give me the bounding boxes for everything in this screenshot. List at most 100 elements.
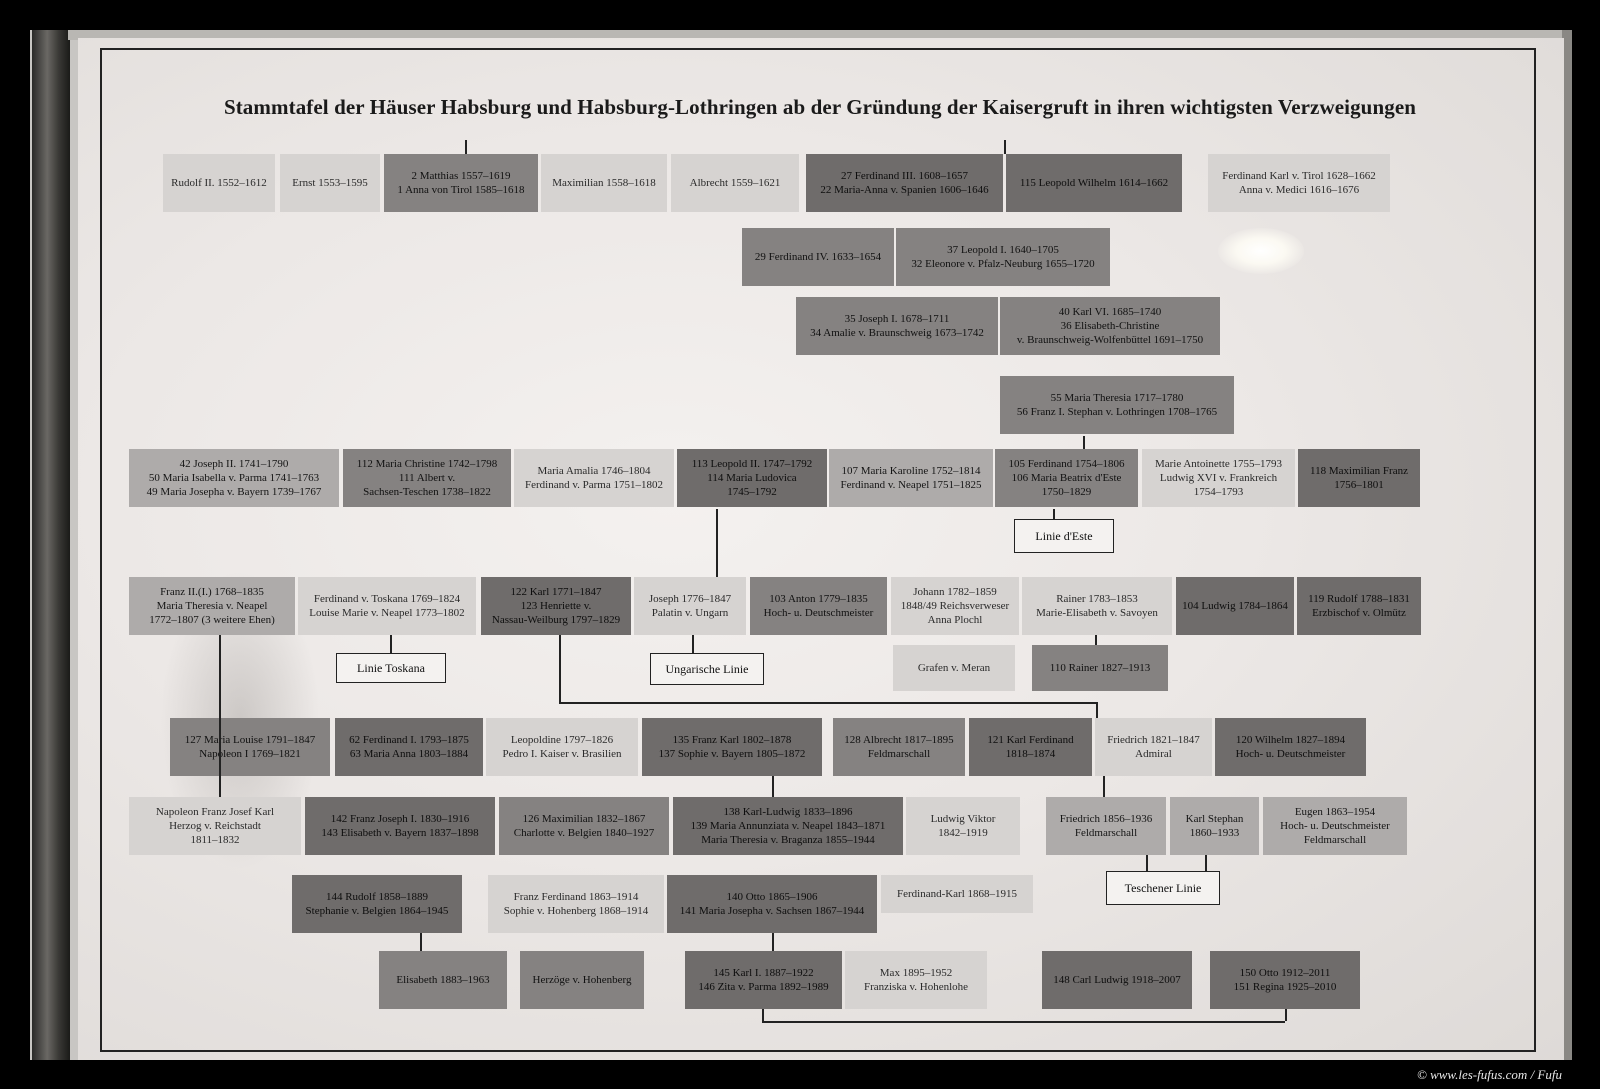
person-box-line: Albrecht 1559–1621 [689, 177, 781, 189]
person-box-line: Sophie v. Hohenberg 1868–1914 [503, 905, 649, 917]
person-box-line: 151 Regina 1925–2010 [1233, 981, 1337, 993]
tree-connector-vertical [716, 509, 718, 577]
person-box-line: 34 Amalie v. Braunschweig 1673–1742 [810, 327, 984, 339]
person-box-line: Ferdinand v. Toskana 1769–1824 [313, 593, 461, 605]
person-box-line: Maria Amalia 1746–1804 [537, 465, 651, 477]
person-box-line: 111 Albert v. [398, 472, 456, 484]
person-box-line: 126 Maximilian 1832–1867 [522, 813, 646, 825]
person-box-line: 1 Anna von Tirol 1585–1618 [397, 184, 525, 196]
person-box-otto150: 150 Otto 1912–2011 151 Regina 1925–2010 [1210, 951, 1360, 1009]
person-box-rainer110: 110 Rainer 1827–1913 [1032, 645, 1168, 691]
person-box-line: 150 Otto 1912–2011 [1239, 967, 1331, 979]
person-box-line: Ludwig Viktor [930, 813, 996, 825]
person-box-line: Rainer 1783–1853 [1056, 593, 1138, 605]
person-box-line: 29 Ferdinand IV. 1633–1654 [754, 251, 882, 263]
person-box-line: Palatin v. Ungarn [651, 607, 729, 619]
person-box-line: 40 Karl VI. 1685–1740 [1058, 306, 1162, 318]
tree-connector-vertical [1285, 1009, 1287, 1021]
person-box-line: Ferdinand Karl v. Tirol 1628–1662 [1222, 170, 1376, 182]
person-box-maria-christine: 112 Maria Christine 1742–1798 111 Albert … [343, 449, 511, 507]
person-box-line: Karl Stephan [1185, 813, 1244, 825]
person-box-line: 141 Maria Josepha v. Sachsen 1867–1944 [679, 905, 865, 917]
person-box-line: 1745–1792 [727, 486, 777, 498]
person-box-joseph1: 35 Joseph I. 1678–1711 34 Amalie v. Braun… [796, 297, 998, 355]
person-box-line: Hoch- u. Deutschmeister [1235, 748, 1346, 760]
person-box-line: 137 Sophie v. Bayern 1805–1872 [658, 748, 806, 760]
person-box-line: Ludwig XVI v. Frankreich [1159, 472, 1278, 484]
person-box-line: 107 Maria Karoline 1752–1814 [841, 465, 981, 477]
person-box-line: 105 Ferdinand 1754–1806 [1008, 458, 1125, 470]
person-box-line: Franz II.(I.) 1768–1835 [160, 586, 264, 598]
page-title: Stammtafel der Häuser Habsburg und Habsb… [223, 95, 1417, 119]
person-box-line: Johann 1782–1859 [913, 586, 997, 598]
person-box-ludwig-viktor: Ludwig Viktor 1842–1919 [906, 797, 1020, 855]
person-box-line: 1811–1832 [190, 834, 240, 846]
tree-connector-vertical [465, 140, 467, 154]
person-box-ferdinand4: 29 Ferdinand IV. 1633–1654 [742, 228, 894, 286]
person-box-line: Charlotte v. Belgien 1840–1927 [513, 827, 655, 839]
person-box-line: Feldmarschall [867, 748, 931, 760]
person-box-line: 138 Karl-Ludwig 1833–1896 [723, 806, 853, 818]
tree-connector-vertical [1053, 509, 1055, 519]
tree-connector-vertical [420, 933, 422, 951]
line-label-teschener-linie: Teschener Linie [1106, 871, 1220, 905]
person-box-line: 143 Elisabeth v. Bayern 1837–1898 [321, 827, 479, 839]
person-box-line: Anna v. Medici 1616–1676 [1238, 184, 1360, 196]
person-box-line: 2 Matthias 1557–1619 [411, 170, 511, 182]
person-box-line: 27 Ferdinand III. 1608–1657 [840, 170, 969, 182]
tree-connector-horizontal [559, 702, 1096, 704]
person-box-line: 112 Maria Christine 1742–1798 [356, 458, 498, 470]
person-box-line: 103 Anton 1779–1835 [769, 593, 868, 605]
person-box-line: 36 Elisabeth-Christine [1060, 320, 1160, 332]
person-box-line: 22 Maria-Anna v. Spanien 1606–1646 [820, 184, 989, 196]
person-box-line: 144 Rudolf 1858–1889 [325, 891, 429, 903]
person-box-line: Ernst 1553–1595 [292, 177, 368, 189]
person-box-line: 1772–1807 (3 weitere Ehen) [149, 614, 275, 626]
person-box-line: 140 Otto 1865–1906 [726, 891, 818, 903]
photo-credit: © www.les-fufus.com / Fufu [1416, 1067, 1562, 1082]
person-box-line: Louise Marie v. Neapel 1773–1802 [309, 607, 465, 619]
person-box-line: 110 Rainer 1827–1913 [1049, 662, 1151, 674]
person-box-line: 113 Leopold II. 1747–1792 [691, 458, 813, 470]
person-box-ferdinand-karl-1868: Ferdinand-Karl 1868–1915 [881, 875, 1033, 913]
person-box-line: 56 Franz I. Stephan v. Lothringen 1708–1… [1016, 406, 1218, 418]
person-box-leopold-wilhelm: 115 Leopold Wilhelm 1614–1662 [1006, 154, 1182, 212]
person-box-karl6: 40 Karl VI. 1685–1740 36 Elisabeth-Christ… [1000, 297, 1220, 355]
person-box-line: 35 Joseph I. 1678–1711 [844, 313, 950, 325]
tree-connector-vertical [219, 635, 221, 797]
person-box-line: Franz Ferdinand 1863–1914 [513, 891, 639, 903]
person-box-line: 49 Maria Josepha v. Bayern 1739–1767 [146, 486, 322, 498]
person-box-line: Napoleon I 1769–1821 [199, 748, 301, 760]
person-box-line: 1842–1919 [938, 827, 988, 839]
person-box-otto140: 140 Otto 1865–1906 141 Maria Josepha v. S… [667, 875, 877, 933]
tree-connector-vertical [772, 933, 774, 951]
person-box-line: Friedrich 1821–1847 [1107, 734, 1200, 746]
tree-connector-vertical [1205, 855, 1207, 871]
frame-top-edge [68, 30, 1568, 40]
person-box-carl-ludwig: 148 Carl Ludwig 1918–2007 [1042, 951, 1192, 1009]
person-box-line: 115 Leopold Wilhelm 1614–1662 [1019, 177, 1169, 189]
tree-connector-vertical [1096, 702, 1098, 718]
person-box-line: 106 Maria Beatrix d'Este [1011, 472, 1122, 484]
person-box-line: 1754–1793 [1193, 486, 1244, 498]
